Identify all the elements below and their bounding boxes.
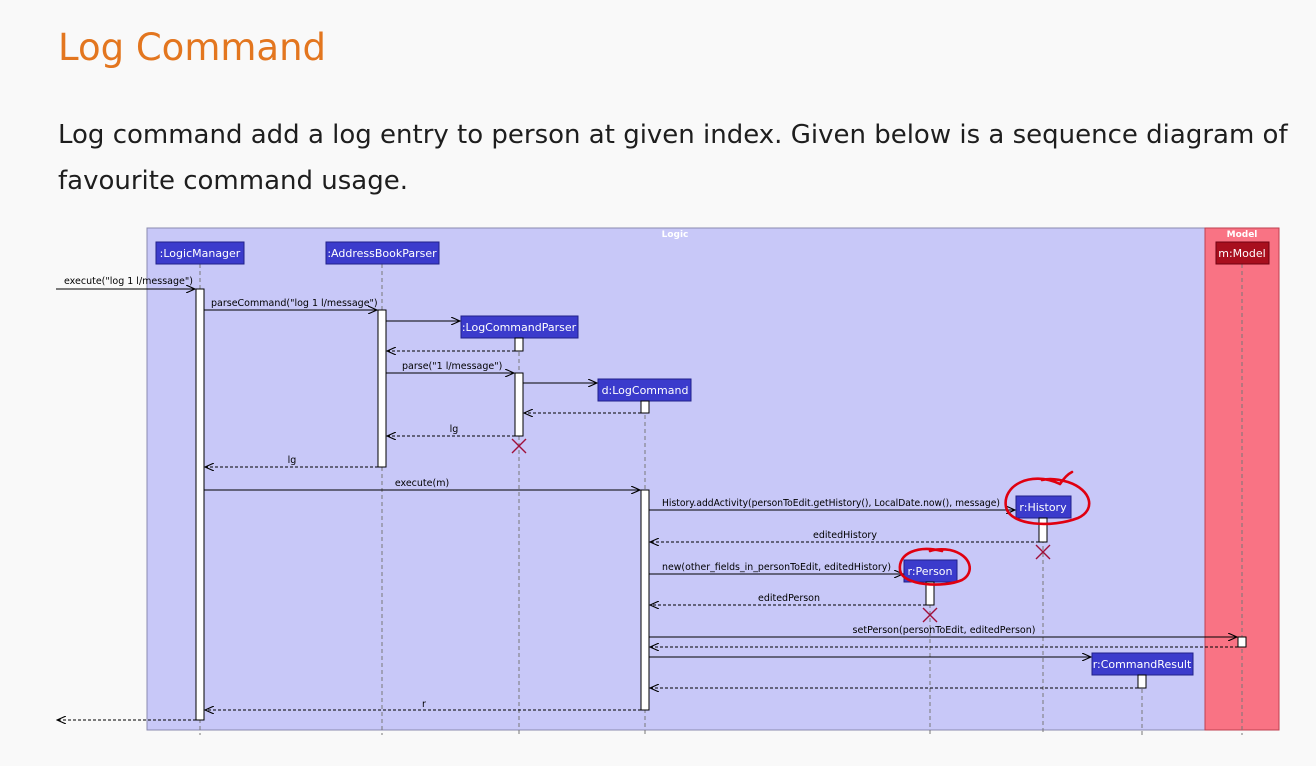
activation-person (925, 581, 935, 606)
participant-address-book-parser: :AddressBookParser (325, 241, 440, 265)
activation-logic-manager (195, 288, 205, 721)
model-frame-label: Model (1227, 230, 1258, 240)
message-new-person-label: new(other_fields_in_personToEdit, edited… (662, 562, 891, 573)
participant-command-result: r:CommandResult (1091, 652, 1194, 676)
participant-person: r:Person (903, 559, 958, 583)
message-set-person-label: setPerson(personToEdit, editedPerson) (853, 625, 1036, 636)
activation-history (1038, 517, 1048, 543)
participant-address-book-parser-label: :AddressBookParser (327, 247, 437, 260)
destroy-mark-history (1035, 544, 1051, 560)
activation-address-book-parser (377, 309, 387, 468)
destroy-mark-person (922, 607, 938, 623)
activation-log-command-init (640, 400, 650, 414)
participant-log-command: d:LogCommand (597, 378, 692, 402)
participant-command-result-label: r:CommandResult (1093, 658, 1192, 671)
message-execute-m-label: execute(m) (395, 478, 449, 489)
activation-model (1237, 636, 1247, 648)
participant-logic-manager: :LogicManager (155, 241, 245, 265)
message-parse-command-label: parseCommand("log 1 l/message") (211, 298, 378, 309)
participant-model-label: m:Model (1218, 247, 1265, 260)
message-edited-person-label: editedPerson (758, 593, 820, 604)
logic-frame-label: Logic (662, 230, 689, 240)
message-return-lg-manager-label: lg (288, 455, 297, 466)
message-return-r-label: r (422, 699, 426, 710)
participant-person-label: r:Person (908, 565, 953, 578)
participant-log-command-parser-label: :LogCommandParser (462, 321, 577, 334)
annotation-circle-person (898, 547, 972, 586)
model-frame (1204, 227, 1280, 731)
page-title: Log Command (58, 26, 327, 69)
message-edited-history-label: editedHistory (813, 530, 877, 541)
annotation-circle-history (1004, 470, 1091, 526)
participant-log-command-parser: :LogCommandParser (460, 315, 579, 339)
activation-log-command-parser-init (514, 337, 524, 352)
message-parse-label: parse("1 l/message") (402, 361, 502, 372)
participant-logic-manager-label: :LogicManager (160, 247, 241, 260)
activation-command-result (1137, 674, 1147, 689)
participant-model: m:Model (1215, 241, 1270, 265)
message-execute-call-label: execute("log 1 l/message") (64, 276, 193, 287)
message-return-lg-parser-label: lg (450, 424, 459, 435)
message-add-activity-label: History.addActivity(personToEdit.getHist… (662, 498, 1000, 509)
participant-log-command-label: d:LogCommand (602, 384, 689, 397)
activation-log-command-execute (640, 489, 650, 711)
destroy-mark-log-command-parser (511, 438, 527, 454)
participant-history-label: r:History (1019, 501, 1067, 514)
activation-log-command-parser-parse (514, 372, 524, 437)
participant-history: r:History (1015, 495, 1072, 519)
description-paragraph: Log command add a log entry to person at… (58, 120, 1288, 196)
